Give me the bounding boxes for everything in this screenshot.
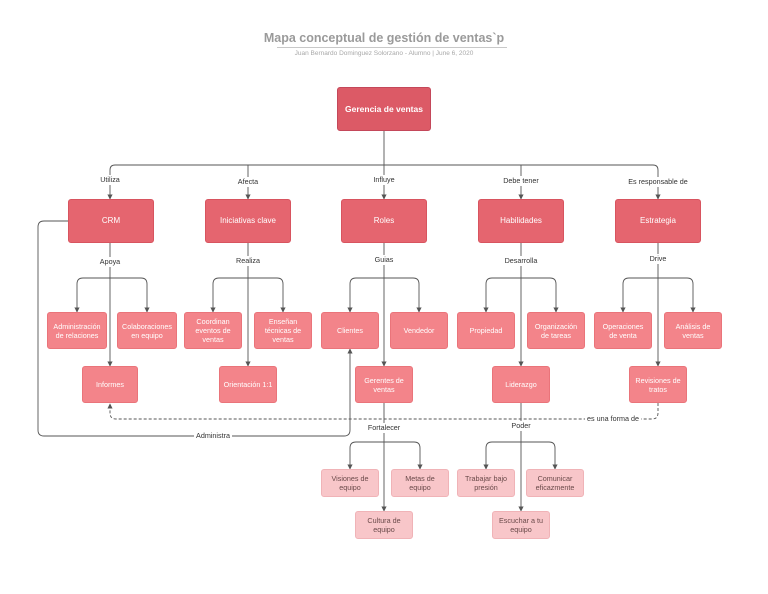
node-revisiones-de-tratos[interactable]: Revisiones de tratos [629, 366, 687, 403]
page-subtitle: Juan Bernardo Dominguez Solorzano - Alum… [294, 50, 474, 57]
node-colaboraciones-en-equipo[interactable]: Colaboraciones en equipo [117, 312, 177, 349]
node-metas-de-equipo[interactable]: Metas de equipo [391, 469, 449, 497]
node-informes[interactable]: Informes [82, 366, 138, 403]
label-afecta: Afecta [235, 177, 261, 187]
node-vendedor[interactable]: Vendedor [390, 312, 448, 349]
node-ensenan-tecnicas[interactable]: Enseñan técnicas de ventas [254, 312, 312, 349]
node-liderazgo[interactable]: Liderazgo [492, 366, 550, 403]
node-clientes[interactable]: Clientes [321, 312, 379, 349]
node-propiedad[interactable]: Propiedad [457, 312, 515, 349]
node-estrategia[interactable]: Estrategia [615, 199, 701, 243]
node-escuchar-a-tu-equipo[interactable]: Escuchar a tu equipo [492, 511, 550, 539]
label-utiliza: Utiliza [98, 175, 122, 185]
edge-crm-bus-h [76, 277, 148, 285]
node-trabajar-bajo-presion[interactable]: Trabajar bajo presión [457, 469, 515, 497]
node-crm[interactable]: CRM [68, 199, 154, 243]
node-visiones-de-equipo[interactable]: Visiones de equipo [321, 469, 379, 497]
node-gerencia-de-ventas[interactable]: Gerencia de ventas [337, 87, 431, 131]
label-fortalecer: Fortalecer [365, 423, 403, 433]
label-administra: Administra [194, 431, 232, 441]
node-operaciones-de-venta[interactable]: Operaciones de venta [594, 312, 652, 349]
node-orientacion-1-1[interactable]: Orientación 1:1 [219, 366, 277, 403]
edge-ger-bus-h [349, 441, 421, 449]
page-title: Mapa conceptual de gestión de ventas`p [263, 31, 505, 45]
label-drive: Drive [647, 254, 669, 264]
label-poder: Poder [509, 421, 533, 431]
label-apoya: Apoya [97, 257, 123, 267]
edge-roles-bus-h [349, 277, 420, 285]
node-coordinan-eventos[interactable]: Coordinan eventos de ventas [184, 312, 242, 349]
edge-crm-administra-clientes [37, 220, 353, 437]
node-analisis-de-ventas[interactable]: Análisis de ventas [664, 312, 722, 349]
label-realiza: Realiza [234, 256, 262, 266]
title-divider [277, 47, 507, 48]
edge-lid-bus-h [485, 441, 556, 449]
label-es-una-forma-de: es una forma de [585, 414, 641, 424]
node-iniciativas-clave[interactable]: Iniciativas clave [205, 199, 291, 243]
label-es-responsable-de: Es responsable de [626, 177, 690, 187]
node-roles[interactable]: Roles [341, 199, 427, 243]
edge-revisiones-forma-informes [107, 403, 659, 420]
node-organizacion-de-tareas[interactable]: Organización de tareas [527, 312, 585, 349]
node-comunicar-eficazmente[interactable]: Comunicar eficazmente [526, 469, 584, 497]
node-habilidades[interactable]: Habilidades [478, 199, 564, 243]
node-administracion-de-relaciones[interactable]: Administración de relaciones [47, 312, 107, 349]
node-gerentes-de-ventas[interactable]: Gerentes de ventas [355, 366, 413, 403]
label-desarrolla: Desarrolla [502, 256, 540, 266]
label-guias: Guias [372, 255, 396, 265]
label-debe-tener: Debe tener [501, 176, 541, 186]
node-cultura-de-equipo[interactable]: Cultura de equipo [355, 511, 413, 539]
label-influye: Influye [371, 175, 397, 185]
